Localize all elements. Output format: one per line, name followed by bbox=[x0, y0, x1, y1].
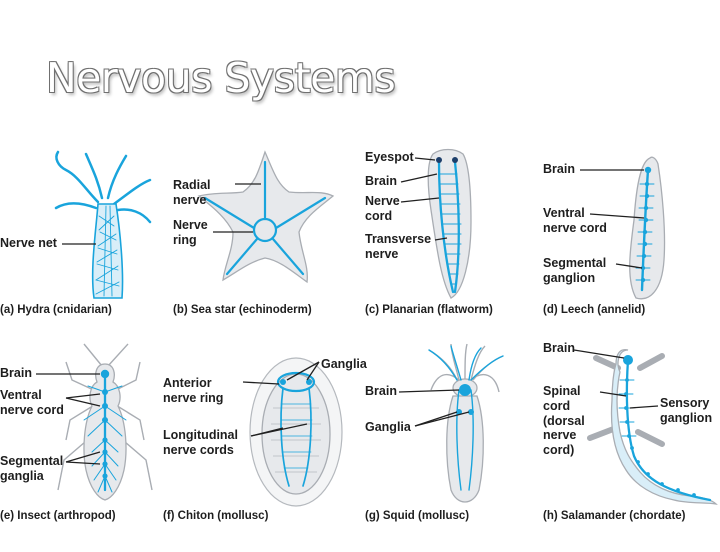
label-nerve-ring: Nerve ring bbox=[173, 218, 208, 247]
label-transverse-nerve: Transverse nerve bbox=[365, 232, 432, 261]
leech-illustration bbox=[580, 156, 666, 300]
label-brain: Brain bbox=[0, 366, 32, 380]
caption-hydra: (a) Hydra (cnidarian) bbox=[0, 304, 112, 316]
panel-seastar: Radial nerve Nerve ring (b) Sea star (ec… bbox=[173, 140, 353, 352]
label-eyespot: Eyespot bbox=[365, 150, 414, 164]
label-nerve-cord: Nerve cord bbox=[365, 194, 400, 223]
squid-illustration bbox=[398, 343, 504, 503]
salamander-illustration bbox=[573, 348, 718, 505]
label-segmental-ganglion: Segmental ganglion bbox=[543, 256, 607, 285]
caption-planarian: (c) Planarian (flatworm) bbox=[365, 304, 493, 316]
planarian-illustration bbox=[400, 148, 472, 299]
label-sensory-ganglion: Sensory ganglion bbox=[660, 396, 713, 425]
seastar-illustration bbox=[197, 150, 335, 284]
insect-illustration bbox=[36, 343, 153, 501]
label-brain: Brain bbox=[543, 341, 575, 355]
label-radial-nerve: Radial nerve bbox=[173, 178, 211, 207]
caption-seastar: (b) Sea star (echinoderm) bbox=[173, 304, 312, 316]
panel-chiton: Ganglia Anterior nerve ring Longitudinal… bbox=[163, 340, 367, 552]
caption-salamander: (h) Salamander (chordate) bbox=[543, 510, 686, 522]
hydra-illustration bbox=[54, 150, 152, 299]
label-ganglia: Ganglia bbox=[321, 357, 367, 371]
label-ventral-nerve-cord: Ventral nerve cord bbox=[0, 388, 64, 417]
caption-squid: (g) Squid (mollusc) bbox=[365, 510, 470, 522]
caption-insect: (e) Insect (arthropod) bbox=[0, 510, 116, 522]
label-brain: Brain bbox=[365, 174, 397, 188]
label-brain: Brain bbox=[365, 384, 397, 398]
label-ganglia: Ganglia bbox=[365, 420, 411, 434]
panel-squid: Brain Ganglia (g) Squid (mollusc) bbox=[365, 340, 545, 552]
label-segmental-ganglia: Segmental ganglia bbox=[0, 454, 64, 483]
label-ventral-nerve-cord: Ventral nerve cord bbox=[543, 206, 607, 235]
label-spinal-cord: Spinal cord (dorsal nerve cord) bbox=[543, 384, 585, 457]
chiton-illustration bbox=[242, 357, 343, 507]
panel-insect: Brain Ventral nerve cord Segmental gangl… bbox=[0, 340, 180, 552]
panel-salamander: Brain Spinal cord (dorsal nerve cord) Se… bbox=[540, 340, 720, 552]
panel-hydra: Nerve net (a) Hydra (cnidarian) bbox=[0, 140, 180, 352]
label-anterior-nerve-ring: Anterior nerve ring bbox=[163, 376, 224, 405]
label-brain: Brain bbox=[543, 162, 575, 176]
panel-leech: Brain Ventral nerve cord Segmental gangl… bbox=[540, 140, 720, 352]
caption-leech: (d) Leech (annelid) bbox=[543, 304, 646, 316]
panel-planarian: Eyespot Brain Nerve cord Transverse nerv… bbox=[365, 140, 545, 352]
slide-title: Nervous Systems bbox=[46, 54, 396, 102]
label-longitudinal-nerve-cords: Longitudinal nerve cords bbox=[163, 428, 238, 457]
label-nerve-net: Nerve net bbox=[0, 236, 57, 250]
caption-chiton: (f) Chiton (mollusc) bbox=[163, 510, 269, 522]
